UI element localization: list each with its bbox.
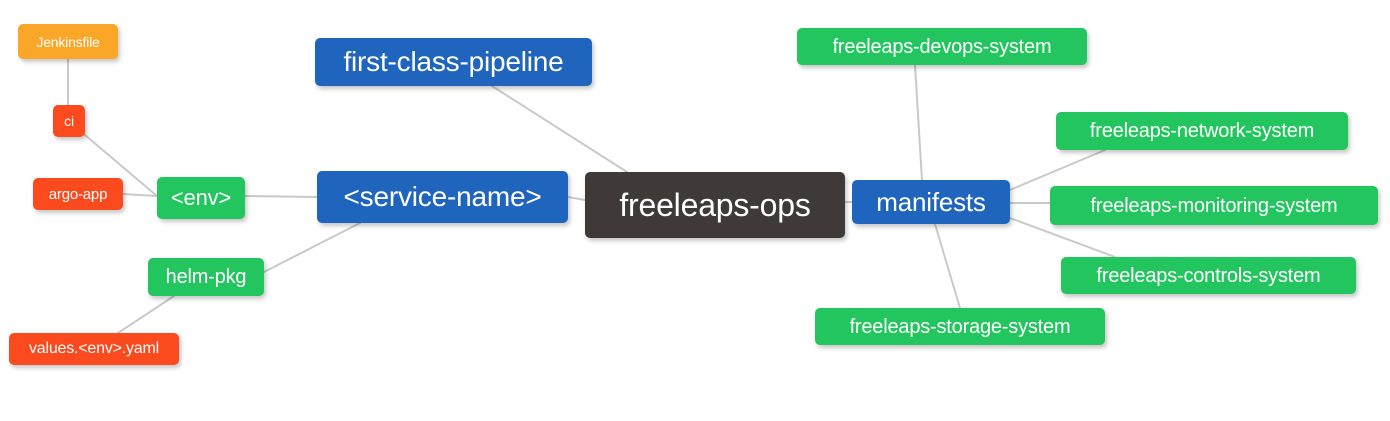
- node-label-ci: ci: [64, 113, 74, 129]
- node-freeleaps-monitoring-system[interactable]: freeleaps-monitoring-system: [1050, 186, 1378, 225]
- node-helm-pkg[interactable]: helm-pkg: [148, 258, 264, 296]
- edge-service-name-to-freeleaps-ops: [567, 196, 586, 201]
- edge-argo-app-to-env: [122, 193, 158, 197]
- node-env[interactable]: <env>: [157, 177, 245, 219]
- node-label-manifests: manifests: [876, 187, 986, 217]
- node-label-freeleaps-storage-system: freeleaps-storage-system: [849, 315, 1071, 338]
- node-freeleaps-controls-system[interactable]: freeleaps-controls-system: [1061, 257, 1356, 294]
- edge-manifests-to-freeleaps-devops-system: [914, 64, 923, 181]
- edge-helm-pkg-to-service-name: [263, 222, 361, 273]
- node-label-helm-pkg: helm-pkg: [165, 266, 247, 288]
- node-freeleaps-devops-system[interactable]: freeleaps-devops-system: [797, 28, 1087, 65]
- edge-first-class-pipeline-to-freeleaps-ops: [491, 85, 628, 173]
- node-service-name[interactable]: <service-name>: [317, 171, 568, 223]
- node-jenkinsfile[interactable]: Jenkinsfile: [18, 24, 118, 59]
- node-label-jenkinsfile: Jenkinsfile: [36, 33, 100, 50]
- node-label-freeleaps-devops-system: freeleaps-devops-system: [832, 35, 1052, 58]
- node-argo-app[interactable]: argo-app: [33, 178, 123, 210]
- node-freeleaps-storage-system[interactable]: freeleaps-storage-system: [815, 308, 1105, 345]
- node-label-service-name: <service-name>: [343, 181, 542, 212]
- node-label-freeleaps-ops: freeleaps-ops: [619, 187, 811, 223]
- node-freeleaps-ops[interactable]: freeleaps-ops: [585, 172, 845, 238]
- node-label-freeleaps-monitoring-system: freeleaps-monitoring-system: [1090, 194, 1338, 217]
- edge-manifests-to-freeleaps-network-system: [1009, 149, 1106, 191]
- node-first-class-pipeline[interactable]: first-class-pipeline: [315, 38, 592, 86]
- node-ci[interactable]: ci: [53, 105, 85, 137]
- node-label-argo-app: argo-app: [48, 185, 108, 203]
- edge-values-env-yaml-to-helm-pkg: [117, 295, 175, 334]
- node-label-env: <env>: [170, 185, 232, 210]
- node-label-first-class-pipeline: first-class-pipeline: [343, 46, 564, 77]
- node-label-values-env-yaml: values.<env>.yaml: [28, 340, 159, 357]
- node-values-env-yaml[interactable]: values.<env>.yaml: [9, 333, 179, 365]
- edge-manifests-to-freeleaps-storage-system: [934, 223, 961, 309]
- node-label-freeleaps-network-system: freeleaps-network-system: [1089, 120, 1315, 142]
- node-label-freeleaps-controls-system: freeleaps-controls-system: [1096, 264, 1321, 287]
- node-freeleaps-network-system[interactable]: freeleaps-network-system: [1056, 112, 1348, 150]
- node-manifests[interactable]: manifests: [852, 180, 1010, 224]
- edge-env-to-service-name: [244, 195, 318, 198]
